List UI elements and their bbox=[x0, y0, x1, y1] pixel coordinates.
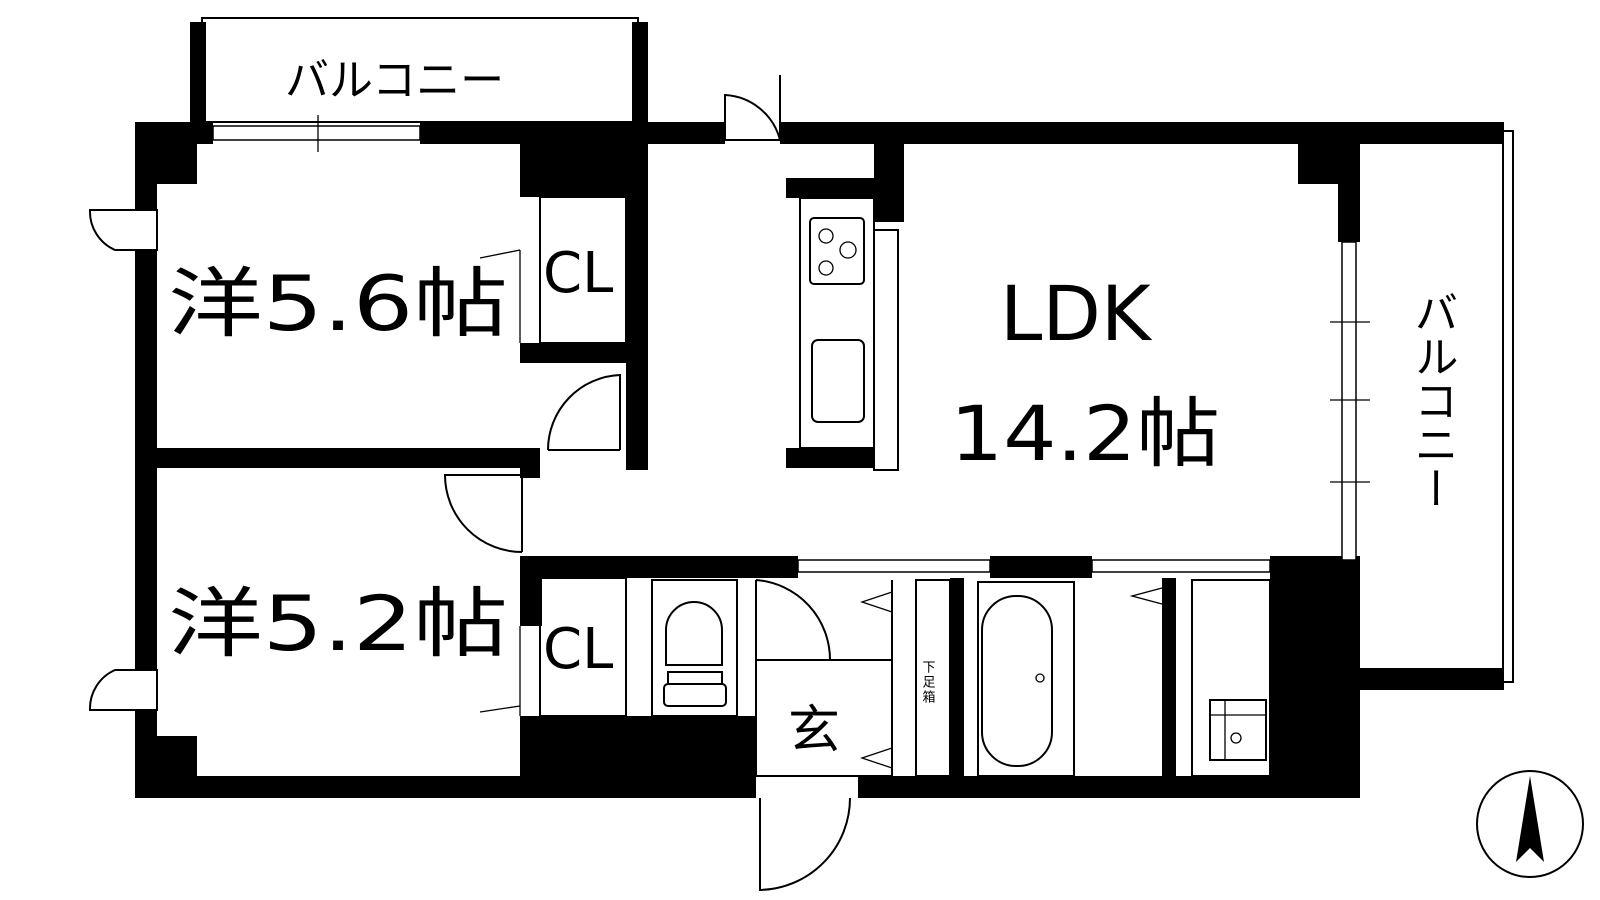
bathroom bbox=[977, 581, 1163, 777]
closets bbox=[479, 196, 627, 717]
interior-walls bbox=[135, 122, 1360, 798]
windows bbox=[212, 115, 1370, 573]
north-arrow-icon bbox=[1476, 770, 1584, 878]
closet-2-label: CL bbox=[543, 617, 613, 682]
top-balcony-label: バルコニー bbox=[285, 55, 504, 106]
ldk-size-label: 14.2帖 bbox=[950, 389, 1220, 478]
shoe-box-label: 下足箱 bbox=[920, 660, 936, 705]
entrance-label: 玄 bbox=[788, 701, 840, 761]
bedroom-2-label: 洋5.2帖 bbox=[168, 579, 508, 668]
right-balcony-label: バルコニー bbox=[1407, 290, 1458, 510]
ldk-name-label: LDK bbox=[1000, 269, 1153, 358]
washroom bbox=[1191, 579, 1325, 777]
closet-1-label: CL bbox=[543, 241, 613, 306]
bedroom-1-label: 洋5.6帖 bbox=[168, 259, 508, 348]
kitchen bbox=[799, 197, 899, 471]
doors bbox=[88, 75, 851, 892]
toilet bbox=[651, 579, 738, 717]
entrance-area bbox=[755, 579, 951, 777]
labels: バルコニー 洋5.6帖 CL LDK 14.2帖 洋5.2帖 CL 玄 下足箱 … bbox=[168, 55, 1458, 761]
